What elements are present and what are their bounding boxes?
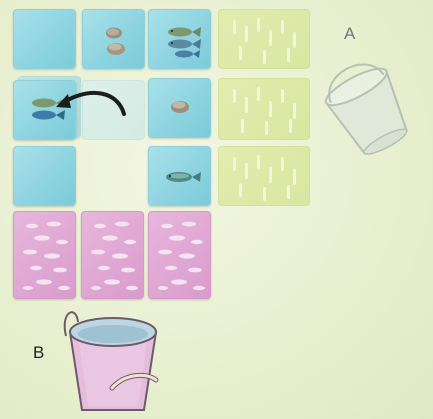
card-rock-r2c3[interactable] [148, 78, 211, 138]
bucket-b-label: B [33, 343, 44, 363]
fish-pattern-icon [219, 10, 309, 68]
fish-pattern-icon [219, 79, 309, 139]
card-empty-r3c1[interactable] [13, 146, 76, 206]
card-deck-pink-3[interactable] [148, 211, 211, 299]
card-deck-pink-2[interactable] [81, 211, 144, 299]
bucket-a-icon[interactable] [312, 56, 424, 162]
fish-pattern-icon [149, 212, 210, 298]
fish-pattern-icon [219, 147, 309, 205]
bucket-b-icon[interactable] [58, 302, 168, 419]
card-deck-green-r2[interactable] [218, 78, 310, 140]
bucket-a-label: A [344, 24, 355, 44]
fish-icon [149, 147, 212, 207]
card-fish-r3c3[interactable] [148, 146, 211, 206]
card-rocks-r1c2[interactable] [82, 9, 145, 69]
curved-arrow-icon [52, 80, 132, 120]
rock-icon [149, 79, 212, 139]
card-deck-pink-1[interactable] [13, 211, 76, 299]
rock-icon [83, 10, 146, 70]
card-empty-r1c1[interactable] [13, 9, 76, 69]
fish-icon [149, 10, 212, 70]
card-fish-r1c3[interactable] [148, 9, 211, 69]
fish-pattern-icon [82, 212, 143, 298]
card-deck-green-r1[interactable] [218, 9, 310, 69]
fish-pattern-icon [14, 212, 75, 298]
card-deck-green-r3[interactable] [218, 146, 310, 206]
